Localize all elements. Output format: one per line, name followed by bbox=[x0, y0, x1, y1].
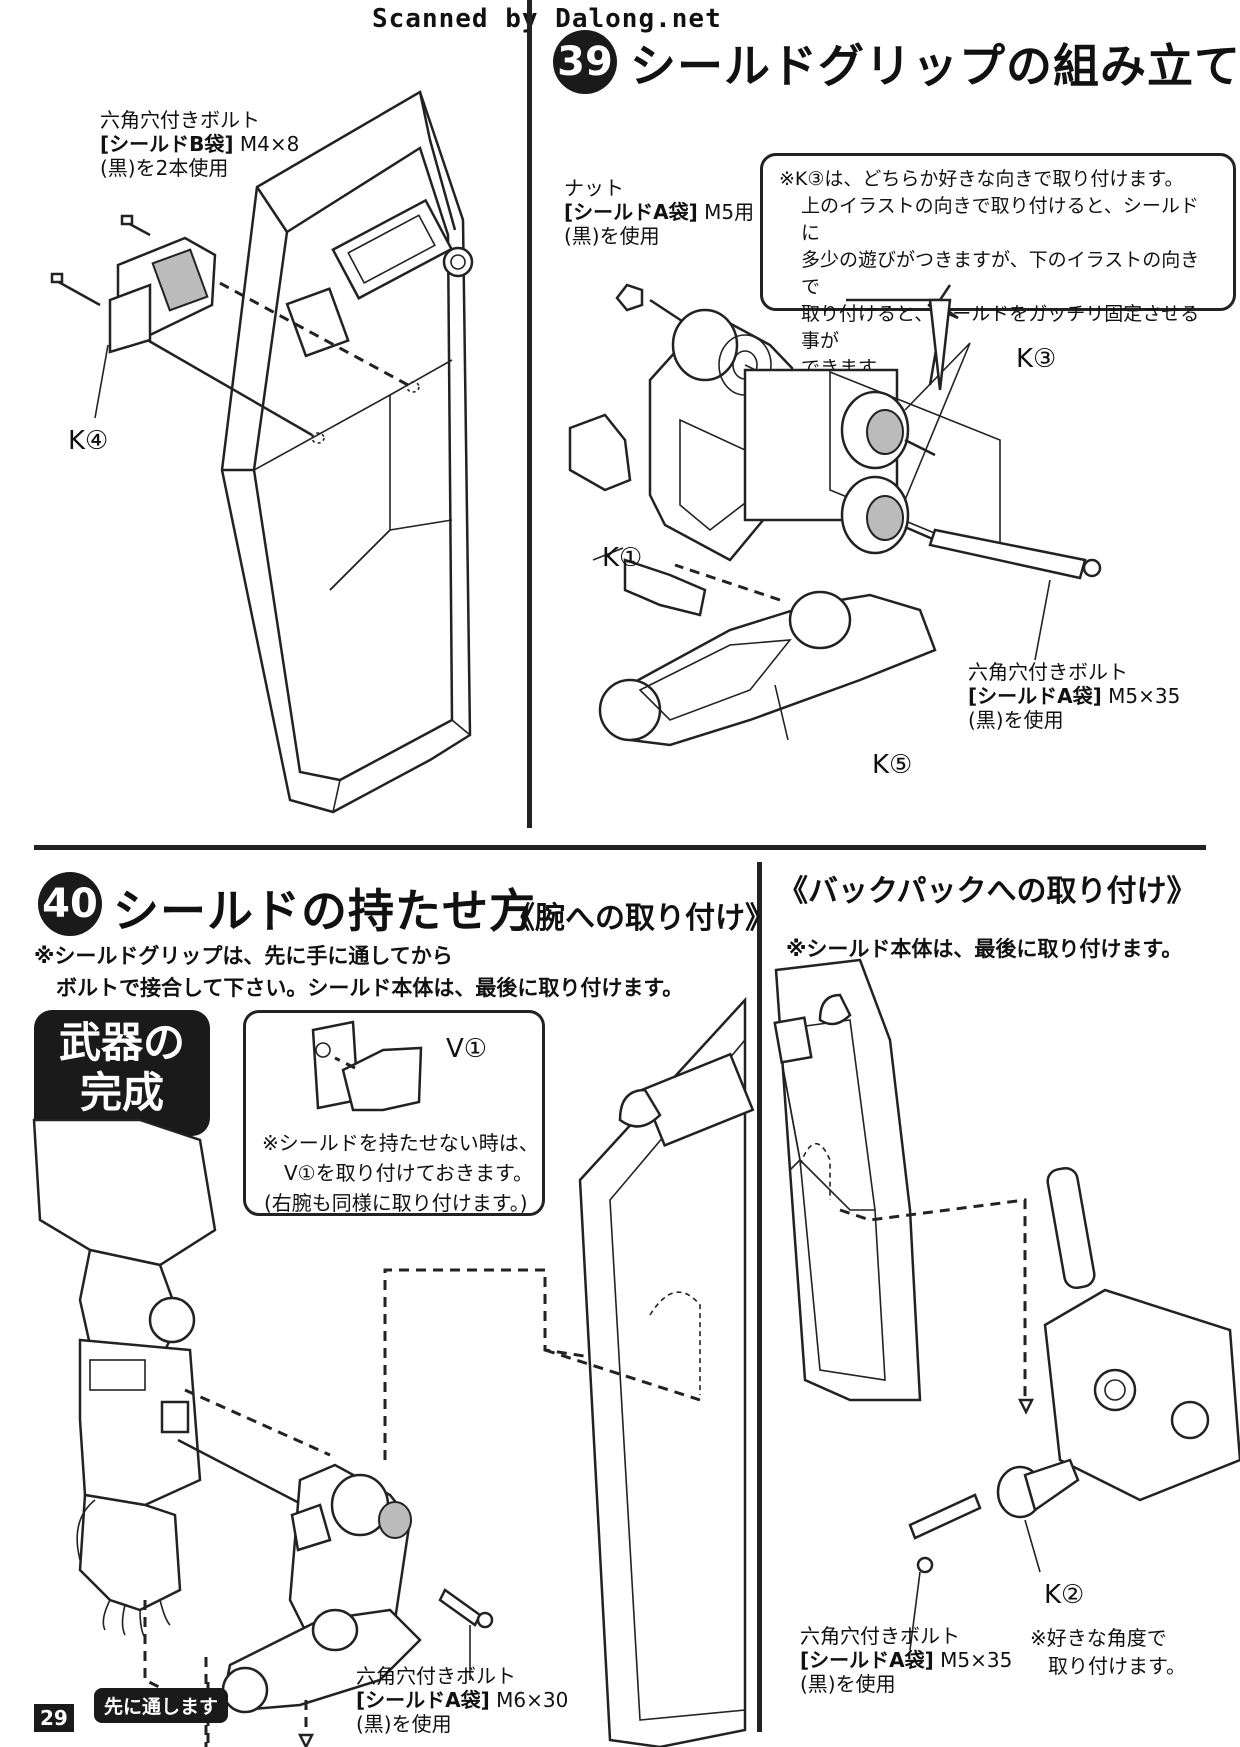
part-k2-label: K② bbox=[1044, 1580, 1085, 1610]
arm-grip-shield-illustration bbox=[32, 996, 755, 1747]
scan-credit: Scanned by Dalong.net bbox=[372, 4, 722, 34]
backpack-note: ※シールド本体は、最後に取り付けます。 bbox=[786, 937, 1183, 961]
bolt-a-m6-label: 六角穴付きボルト [シールドA袋] M6×30 (黒)を使用 bbox=[356, 1664, 569, 1736]
grip-assembly-illustration bbox=[568, 283, 1102, 747]
step-39-note-box: ※K③は、どちらか好きな向きで取り付けます。 上のイラストの向きで取り付けると、… bbox=[760, 153, 1236, 379]
part-k3-label: K③ bbox=[1016, 344, 1057, 374]
horizontal-divider bbox=[34, 845, 1206, 850]
part-k1-label: K① bbox=[602, 543, 643, 573]
weapon-complete-badge: 武器の 完成 bbox=[34, 1010, 210, 1136]
backpack-bolt-label: 六角穴付きボルト [シールドA袋] M5×35 (黒)を使用 bbox=[800, 1624, 1013, 1696]
vertical-divider-top bbox=[527, 0, 532, 828]
part-k5-label: K⑤ bbox=[872, 750, 913, 780]
shield-illustration bbox=[50, 90, 474, 814]
v1-note-box bbox=[243, 1010, 545, 1216]
step-40-number: 40 bbox=[38, 872, 102, 936]
vertical-divider-bottom bbox=[757, 862, 762, 1732]
part-v1-label: V① bbox=[446, 1034, 488, 1064]
part-k4-label: K④ bbox=[68, 426, 109, 456]
pass-first-badge: 先に通します bbox=[94, 1688, 229, 1723]
v1-part-illustration bbox=[311, 1020, 423, 1112]
page-number: 29 bbox=[34, 1704, 74, 1732]
bolt-b-label: 六角穴付きボルト [シールドB袋] M4×8 (黒)を2本使用 bbox=[100, 108, 300, 180]
v1-note-text: ※シールドを持たせない時は、 V①を取り付けておきます。 (右腕も同様に取り付け… bbox=[262, 1131, 539, 1215]
step-40-subtitle: 《腕への取り付け》 bbox=[505, 901, 775, 936]
backpack-title: 《バックパックへの取り付け》 bbox=[778, 874, 1197, 909]
step-39-title: シールドグリップの組み立て bbox=[630, 39, 1240, 93]
k2-note: ※好きな角度で 取り付けます。 bbox=[1030, 1626, 1186, 1678]
backpack-illustration bbox=[773, 958, 1240, 1651]
step-40-note: ※シールドグリップは、先に手に通してから ボルトで接合して下さい。シールド本体は… bbox=[34, 944, 684, 1000]
bolt-a-m5-label: 六角穴付きボルト [シールドA袋] M5×35 (黒)を使用 bbox=[968, 660, 1181, 732]
step-40-title: シールドの持たせ方 bbox=[113, 884, 536, 938]
nut-label: ナット [シールドA袋] M5用 (黒)を使用 bbox=[564, 176, 755, 248]
step-39-number: 39 bbox=[553, 30, 617, 94]
